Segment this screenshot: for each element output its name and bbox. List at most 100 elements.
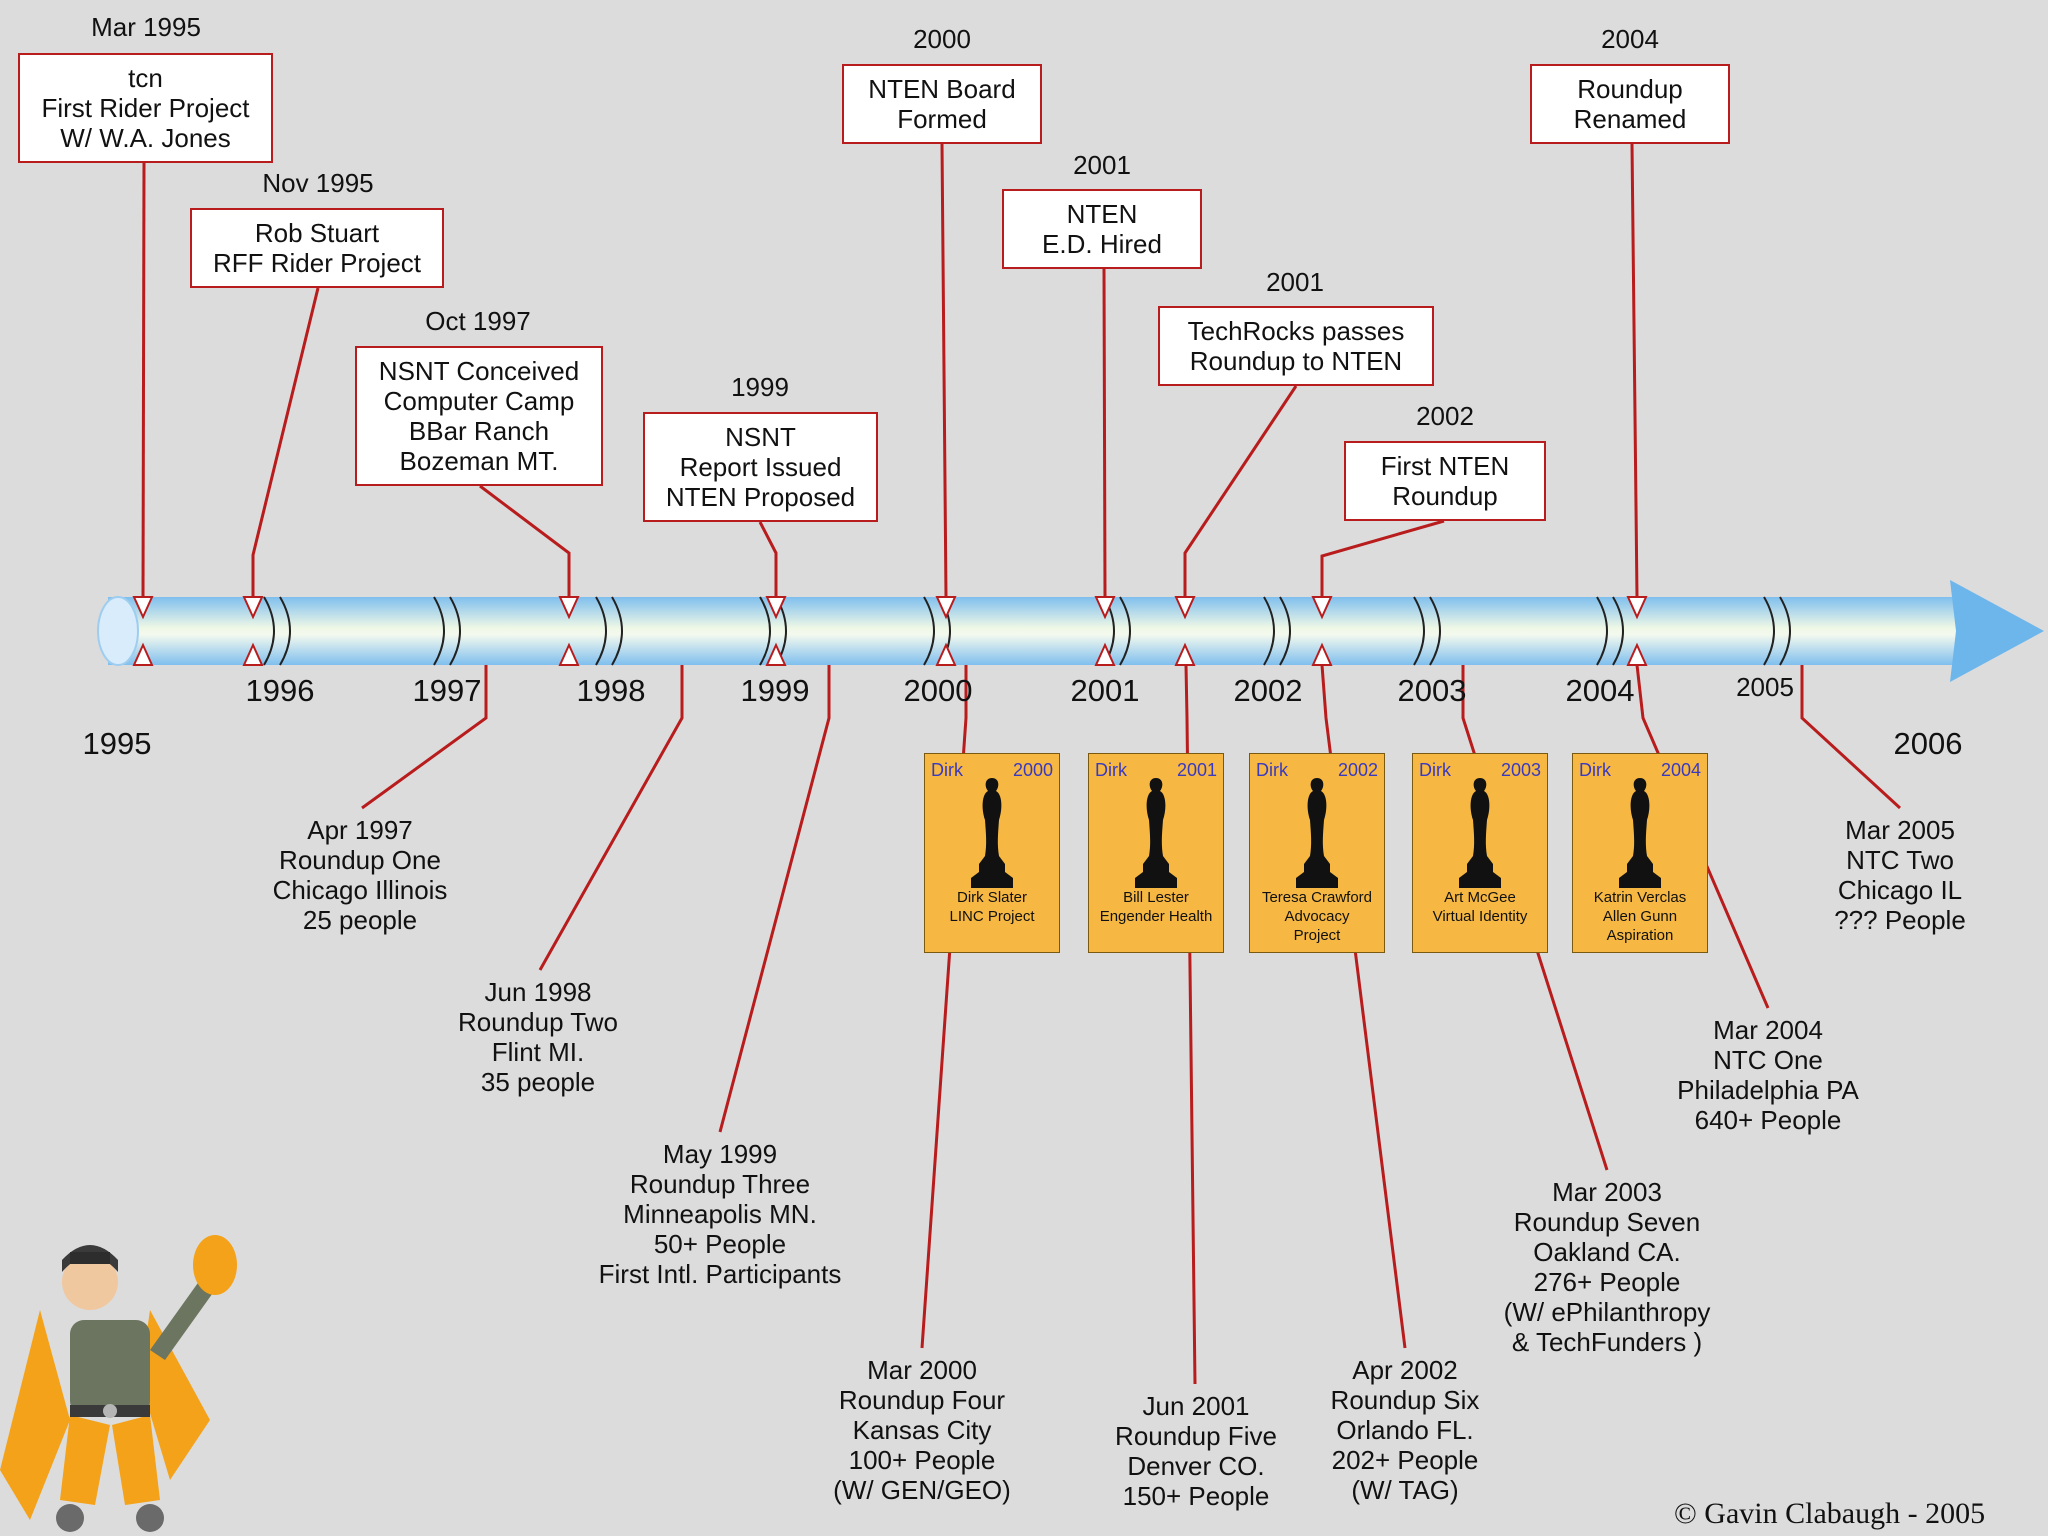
trophy-icon — [1135, 778, 1177, 888]
lower-event-date: Mar 2005 — [1845, 815, 1955, 845]
upper-event-text-line: Roundup — [1577, 74, 1683, 104]
lower-event-date: Apr 2002 — [1352, 1355, 1458, 1385]
timeline-segment-mark — [1763, 596, 1775, 666]
timeline-segment-mark — [279, 596, 291, 666]
upper-event-text-line: RFF Rider Project — [212, 248, 422, 278]
lower-event-text-line: Roundup Six — [1330, 1385, 1480, 1415]
upper-event-date: 1999 — [731, 372, 789, 402]
event-marker — [558, 642, 580, 666]
upper-event-date: 2001 — [1266, 267, 1324, 297]
lower-event-text-line: 640+ People — [1694, 1105, 1842, 1135]
timeline-segment-mark — [923, 596, 935, 666]
timeline-segment-mark — [1429, 596, 1441, 666]
upper-event-text-line: Bozeman MT. — [399, 446, 559, 476]
upper-event-text-line: NTEN Proposed — [665, 482, 856, 512]
lower-event-text-line: Minneapolis MN. — [623, 1199, 817, 1229]
upper-event-connector — [141, 162, 146, 598]
cowboy-mascot-illustration — [0, 1235, 237, 1532]
lower-event-connector — [718, 665, 831, 1133]
upper-event-text-line: Computer Camp — [383, 386, 575, 416]
lower-event-date: Mar 2004 — [1713, 1015, 1823, 1045]
upper-event-text-line: NTEN — [1066, 199, 1138, 229]
lower-event-date: Jun 1998 — [484, 977, 592, 1007]
award-name: Dirk — [1419, 760, 1451, 780]
axis-year-label: 1995 — [82, 726, 152, 761]
upper-event-text-line: NSNT Conceived — [378, 356, 580, 386]
axis-year-label: 2005 — [1736, 672, 1794, 702]
upper-event-text-line: Roundup — [1392, 481, 1498, 511]
lower-event-text-line: Denver CO. — [1127, 1451, 1265, 1481]
upper-event-connector — [1320, 519, 1445, 597]
upper-event-text-line: NTEN Board — [868, 74, 1016, 104]
award-caption-line: Dirk Slater — [956, 889, 1027, 906]
upper-event-text-line: NSNT — [725, 422, 796, 452]
award-caption-line: Aspiration — [1606, 927, 1674, 944]
axis-year-label: 2002 — [1233, 673, 1303, 708]
lower-event-text-line: Roundup Four — [838, 1385, 1006, 1415]
award-caption-line: Virtual Identity — [1432, 908, 1528, 925]
upper-event-connector — [1102, 268, 1107, 598]
trophy-icon — [1619, 778, 1661, 888]
timeline-segment-mark — [433, 596, 445, 666]
lower-event-connector — [1320, 664, 1407, 1349]
award-caption-line: Project — [1293, 927, 1341, 944]
timeline-segment-mark — [1119, 596, 1131, 666]
timeline-bar-start-cap — [97, 596, 139, 666]
copyright-notice: © Gavin Clabaugh - 2005 — [1674, 1497, 1986, 1530]
award-caption-line: Engender Health — [1099, 908, 1213, 925]
lower-event-date: Mar 2000 — [867, 1355, 977, 1385]
lower-event-text-line: 35 people — [480, 1067, 596, 1097]
upper-event-text-line: BBar Ranch — [408, 416, 550, 446]
timeline-segment-mark — [1263, 596, 1275, 666]
lower-event-text-line: Chicago IL — [1837, 875, 1963, 905]
lower-event-text-line: Kansas City — [852, 1415, 992, 1445]
award-name: Dirk — [1095, 760, 1127, 780]
lower-event-text-line: (W/ ePhilanthropy — [1503, 1297, 1711, 1327]
upper-event-text-line: Report Issued — [679, 452, 842, 482]
award-caption-line: Allen Gunn — [1602, 908, 1678, 925]
lower-event-connector — [538, 665, 684, 971]
upper-event-date: Oct 1997 — [425, 306, 531, 336]
upper-event-text-line: Formed — [897, 104, 987, 134]
axis-year-label: 1998 — [576, 673, 646, 708]
award-year: 2002 — [1337, 760, 1378, 780]
award-year: 2003 — [1500, 760, 1541, 780]
event-marker — [765, 642, 787, 666]
lower-event-connector — [1800, 665, 1902, 810]
upper-event-text-line: TechRocks passes — [1187, 316, 1405, 346]
lower-event-connector — [1461, 665, 1609, 1171]
lower-event-connector — [1635, 664, 1770, 1009]
lower-event-text-line: (W/ TAG) — [1351, 1475, 1459, 1505]
lower-event-text-line: Flint MI. — [491, 1037, 585, 1067]
timeline-segment-mark — [1596, 596, 1608, 666]
lower-event-text-line: 25 people — [302, 905, 418, 935]
timeline-segment-mark — [263, 596, 275, 666]
lower-event-text-line: NTC Two — [1846, 845, 1954, 875]
timeline-segment-mark — [449, 596, 461, 666]
upper-event-text-line: E.D. Hired — [1042, 229, 1162, 259]
lower-event-text-line: Roundup Five — [1115, 1421, 1277, 1451]
upper-event-text-line: First Rider Project — [41, 93, 250, 123]
upper-event-date: Mar 1995 — [91, 12, 201, 42]
lower-event-text-line: & TechFunders ) — [1511, 1327, 1703, 1357]
upper-event-text-line: Roundup to NTEN — [1189, 346, 1403, 376]
trophy-icon — [1296, 778, 1338, 888]
timeline-bar — [108, 597, 1956, 665]
axis-year-label: 2001 — [1070, 673, 1140, 708]
